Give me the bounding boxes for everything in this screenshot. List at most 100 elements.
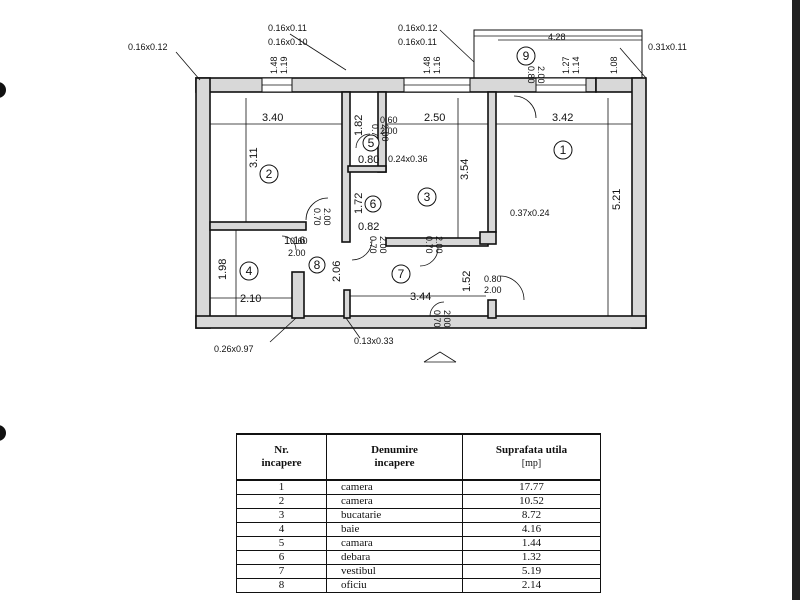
cell-name: debara [326, 550, 463, 565]
room-number-1: 1 [553, 140, 573, 160]
table-row: 7 vestibul 5.19 [236, 564, 601, 579]
dimension-lines [175, 29, 647, 343]
window-dim: 1.19 [279, 56, 289, 74]
rooms-table: Nr. incapere Denumire incapere Suprafata… [236, 433, 601, 593]
header-area: Suprafata utila [mp] [462, 433, 601, 481]
room-dim: 3.54 [459, 159, 471, 180]
dim-label: 0.16x0.12 [398, 23, 438, 33]
svg-text:9: 9 [523, 49, 530, 63]
door-dim: 2.00 [288, 248, 306, 258]
window-dim: 1.14 [571, 56, 581, 74]
dim-label: 4.28 [548, 32, 566, 42]
dim-label: 0.16x0.11 [268, 23, 307, 33]
table-row: 2 camera 10.52 [236, 494, 601, 509]
walls [195, 77, 647, 329]
door-dim: 2.00 [434, 236, 444, 254]
svg-text:1: 1 [560, 143, 567, 157]
door-dim: 0.70 [370, 124, 380, 142]
header-name-line2: incapere [374, 457, 415, 469]
header-nr-line1: Nr. [274, 444, 289, 456]
svg-text:3: 3 [424, 190, 431, 204]
cell-nr: 3 [236, 508, 327, 523]
room-dim: 2.50 [424, 112, 445, 124]
room-number-8: 8 [308, 256, 326, 274]
svg-text:7: 7 [398, 267, 405, 281]
scan-edge-strip [792, 0, 800, 600]
cell-nr: 5 [236, 536, 327, 551]
dim-label: 0.31x0.11 [648, 42, 687, 52]
room-dim: 2.06 [331, 261, 343, 282]
room-dim: 3.42 [552, 112, 573, 124]
table-row: 3 bucatarie 8.72 [236, 508, 601, 523]
table-row: 4 baie 4.16 [236, 522, 601, 537]
dim-label: 0.16x0.11 [398, 37, 437, 47]
room-number-6: 6 [364, 195, 382, 213]
dim-label: 0.37x0.24 [510, 208, 550, 218]
cell-nr: 6 [236, 550, 327, 565]
cell-nr: 7 [236, 564, 327, 579]
cell-name: oficiu [326, 578, 463, 593]
room-dim: 1.98 [217, 259, 229, 280]
room-dim: 1.72 [353, 193, 365, 214]
cell-nr: 1 [236, 480, 327, 495]
cell-area: 2.14 [462, 578, 601, 593]
door-dim: 0.70 [432, 310, 442, 328]
punch-hole-bottom [0, 425, 6, 441]
door-dim: 0.70 [424, 236, 434, 254]
room-number-4: 4 [239, 261, 259, 281]
door-dim: 0.60 [380, 115, 398, 125]
dim-label: 0.16x0.10 [268, 37, 308, 47]
room-dim: 1.52 [461, 271, 473, 292]
room-dim: 0.80 [358, 154, 379, 166]
cell-area: 5.19 [462, 564, 601, 579]
header-area-line1: Suprafata utila [495, 444, 568, 456]
room-dim: 3.11 [248, 147, 260, 168]
door-dim: 2.00 [442, 310, 452, 328]
door-dim: 0.70 [312, 208, 322, 226]
door-dim: 2.00 [536, 66, 546, 84]
door-dim: 0.80 [526, 66, 536, 84]
cell-name: bucatarie [326, 508, 463, 523]
windows [261, 77, 587, 93]
svg-text:6: 6 [370, 197, 377, 211]
room-number-2: 2 [259, 164, 279, 184]
cell-name: camara [326, 536, 463, 551]
door-dim: 0.70 [368, 236, 378, 254]
room-number-9: 9 [516, 46, 536, 66]
cell-name: camera [326, 494, 463, 509]
room-dim: 3.44 [410, 291, 431, 303]
room-number-5: 5 [362, 134, 380, 152]
dim-label: 0.24x0.36 [388, 154, 428, 164]
door-dim: 2.00 [380, 124, 390, 142]
north-arrow-icon [423, 351, 457, 363]
cell-area: 1.32 [462, 550, 601, 565]
window-dim: 1.16 [432, 56, 442, 74]
header-name: Denumire incapere [326, 433, 463, 481]
table-row: 5 camara 1.44 [236, 536, 601, 551]
header-name-line1: Denumire [371, 444, 418, 456]
svg-text:4: 4 [246, 264, 253, 278]
header-nr-line2: incapere [261, 457, 302, 469]
cell-nr: 4 [236, 522, 327, 537]
door-dim: 2.00 [378, 236, 388, 254]
cell-name: camera [326, 480, 463, 495]
dim-label: 0.13x0.33 [354, 336, 394, 346]
door-dim: 0.60 [290, 236, 308, 246]
dim-label: 0.26x0.97 [214, 344, 254, 354]
header-nr: Nr. incapere [236, 433, 327, 481]
room-dim: 1.16 [284, 235, 305, 247]
table-row: 8 oficiu 2.14 [236, 578, 601, 593]
window-dim: 1.27 [561, 56, 571, 74]
cell-nr: 2 [236, 494, 327, 509]
room-dim: 2.10 [240, 293, 261, 305]
door-dim: 2.00 [380, 126, 398, 136]
room-number-7: 7 [391, 264, 411, 284]
window-dim: 1.48 [269, 56, 279, 74]
room-number-3: 3 [417, 187, 437, 207]
cell-area: 8.72 [462, 508, 601, 523]
table-row: 1 camera 17.77 [236, 480, 601, 495]
svg-text:5: 5 [368, 136, 375, 150]
door-arcs [281, 95, 537, 317]
room-dim: 3.40 [262, 112, 283, 124]
